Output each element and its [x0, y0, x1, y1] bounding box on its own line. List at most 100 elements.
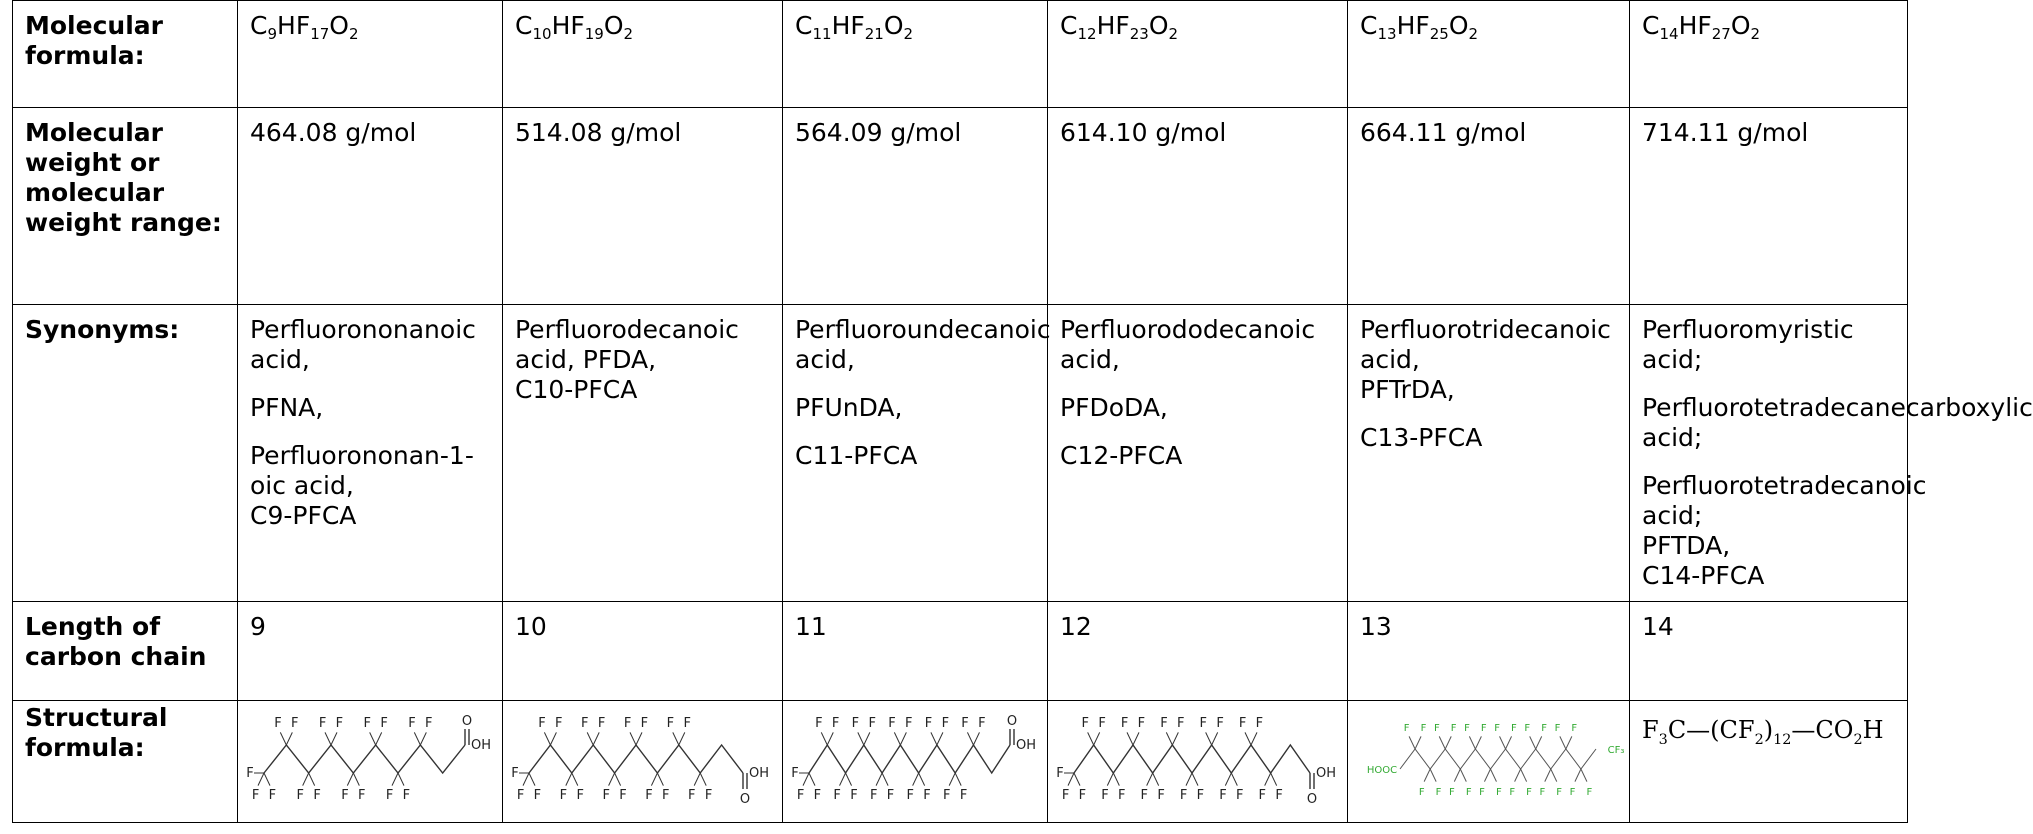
fluorine-atom: F	[341, 788, 348, 803]
formula-element: HF	[1096, 11, 1130, 40]
fluorine-atom: F	[925, 716, 932, 731]
fluorine-atom: F	[602, 788, 609, 803]
fluorine-atom: F	[425, 716, 432, 731]
fluorine-atom: F	[511, 766, 518, 781]
formula-subscript: 21	[864, 25, 884, 43]
synonym-entry: Perfluorodecanoic acid, PFDA, C10-PFCA	[515, 315, 739, 404]
condensed-formula-part: H	[1862, 716, 1884, 744]
label-molecular-weight: Molecular weight or molecular weight ran…	[12, 107, 238, 305]
carbon-chain-bonds	[1073, 743, 1311, 775]
fluorine-atom: F	[1180, 788, 1187, 803]
fluorine-atom: F	[923, 788, 930, 803]
molecular-weight-cell-5: 714.11 g/mol	[1629, 107, 1908, 305]
molecular-weight-cell-3: 614.10 g/mol	[1047, 107, 1348, 305]
synonym-entry: PFNA,	[250, 393, 324, 422]
label-molecular-formula: Molecular formula:	[12, 0, 238, 108]
formula-element: O	[603, 11, 624, 40]
fluorine-atom: F	[888, 716, 895, 731]
condensed-formula-part: C—(CF	[1667, 716, 1755, 744]
fluorine-atom: F	[1479, 787, 1485, 798]
condensed-formula-part: 2	[1754, 732, 1764, 748]
synonym-entry: Perfluoromyristic acid;	[1642, 315, 1854, 374]
fluorine-atom: F	[1275, 788, 1282, 803]
fluorine-atom: F	[1509, 787, 1515, 798]
synonym-entry: Perfluorododecanoic acid,	[1060, 315, 1316, 374]
condensed-formula-part: 3	[1658, 732, 1668, 748]
fluorine-atom: F	[1541, 723, 1547, 734]
fluorine-atom: F	[386, 788, 393, 803]
fluorine-atom: F	[645, 788, 652, 803]
synonyms-cell-3: Perfluorododecanoic acid,PFDoDA,C12-PFCA	[1047, 304, 1348, 602]
carbon-chain-length-cell-5: 14	[1629, 601, 1908, 701]
synonym-entry: Perfluorononan-1-oic acid, C9-PFCA	[250, 441, 474, 530]
formula-cell-2: C11HF21O2	[782, 0, 1048, 108]
fluorine-atom: F	[274, 716, 281, 731]
fluorine-atom: F	[1419, 787, 1425, 798]
fluorine-atom: F	[943, 788, 950, 803]
condensed-formula-part: —CO	[1791, 716, 1854, 744]
formula-element: HF	[1678, 11, 1712, 40]
fluorine-atom: F	[905, 716, 912, 731]
fluorine-atom: F	[1404, 723, 1410, 734]
label-synonyms: Synonyms:	[12, 304, 238, 602]
row-synonyms: Synonyms: Perfluorononanoic acid, PFNA, Pe…	[12, 304, 2033, 602]
molecular-weight-cell-2: 564.09 g/mol	[782, 107, 1048, 305]
fluorine-atom: F	[1160, 716, 1167, 731]
formula-element: C	[1360, 11, 1378, 40]
molecular-formula: C12HF23O2	[1060, 11, 1178, 43]
molecular-formula: C14HF27O2	[1642, 11, 1760, 43]
formula-element: O	[1448, 11, 1469, 40]
fluorine-atom: F	[576, 788, 583, 803]
row-molecular-weight: Molecular weight or molecular weight ran…	[12, 107, 1908, 305]
fluorine-atom: F	[313, 788, 320, 803]
fluorine-atom: F	[1239, 716, 1246, 731]
formula-subscript: 2	[623, 25, 634, 43]
fluorine-atom: F	[906, 788, 913, 803]
formula-cell-1: C10HF19O2	[502, 0, 783, 108]
fluorine-atom: F	[555, 716, 562, 731]
fluorine-atom: F	[358, 788, 365, 803]
synonym-entry: C13-PFCA	[1360, 423, 1483, 452]
condensed-formula-part: 12	[1773, 732, 1792, 748]
synonym-entry: Perfluorononanoic acid,	[250, 315, 476, 374]
fluorine-atom: F	[1121, 716, 1128, 731]
fluorine-atom: F	[1464, 723, 1470, 734]
fluorine-atom: F	[1157, 788, 1164, 803]
formula-subscript: 2	[903, 25, 914, 43]
fluorine-atom: F	[1082, 716, 1089, 731]
carbonyl-oxygen: O	[1007, 714, 1017, 729]
fluorine-atom: F	[538, 716, 545, 731]
fluorine-atom: F	[683, 716, 690, 731]
fluorine-atom: F	[1141, 788, 1148, 803]
fluorine-atom: F	[1219, 788, 1226, 803]
fluorine-atom: F	[1570, 787, 1576, 798]
formula-subscript: 23	[1129, 25, 1149, 43]
synonym-entry: Perfluorotetradecanoic acid; PFTDA, C14-…	[1642, 471, 1927, 590]
formula-element: HF	[1396, 11, 1430, 40]
molecular-weight-cell-4: 664.11 g/mol	[1347, 107, 1630, 305]
fluorine-atom: F	[1539, 787, 1545, 798]
fluorine-atom: F	[1434, 723, 1440, 734]
fluorine-atom: F	[1436, 787, 1442, 798]
fluorine-atom: F	[688, 788, 695, 803]
formula-cell-0: C9HF17O2	[237, 0, 503, 108]
molecular-weight-cell-0: 464.08 g/mol	[237, 107, 503, 305]
carbon-chain-length-cell-4: 13	[1347, 601, 1630, 701]
fluorine-atom: F	[517, 788, 524, 803]
synonyms-cell-1: Perfluorodecanoic acid, PFDA, C10-PFCA	[502, 304, 783, 602]
formula-element: C	[1060, 11, 1078, 40]
hydroxyl-group: OH	[1016, 738, 1036, 753]
fluorine-atom: F	[560, 788, 567, 803]
fluorine-atom: F	[662, 788, 669, 803]
formula-element: C	[1642, 11, 1660, 40]
synonym-entry: C12-PFCA	[1060, 441, 1183, 470]
hydroxyl-group: OH	[471, 738, 491, 753]
fluorine-atom: F	[581, 716, 588, 731]
synonym-entry: C11-PFCA	[795, 441, 918, 470]
